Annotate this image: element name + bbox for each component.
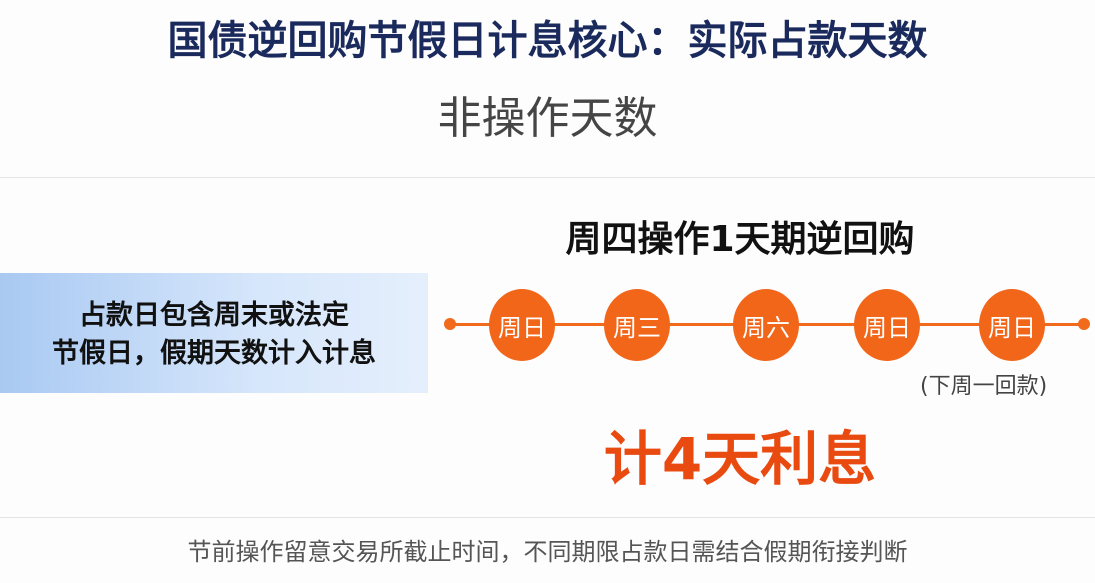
top-divider	[0, 177, 1095, 178]
timeline-end-dot	[1078, 318, 1090, 330]
note-box: 占款日包含周末或法定 节假日，假期天数计入计息	[0, 273, 428, 393]
timeline-day-4: 周日	[854, 289, 920, 361]
page-subtitle: 非操作天数	[437, 93, 658, 144]
return-note: (下周一回款)	[920, 374, 1048, 399]
timeline-day-5: 周日	[979, 289, 1045, 361]
page-title: 国债逆回购节假日计息核心：实际占款天数	[167, 18, 928, 64]
timeline-day-2: 周三	[604, 289, 670, 361]
bottom-divider	[0, 517, 1095, 518]
note-text: 占款日包含周末或法定 节假日，假期天数计入计息	[14, 297, 414, 373]
footer-note: 节前操作留意交易所截止时间，不同期限占款日需结合假期衔接判断	[187, 538, 908, 566]
note-line-1: 占款日包含周末或法定	[79, 300, 349, 331]
section-heading: 周四操作1天期逆回购	[565, 219, 915, 260]
timeline-day-1: 周日	[489, 289, 555, 361]
timeline-start-dot	[444, 318, 456, 330]
interest-days: 计4天利息	[603, 425, 877, 493]
note-line-2: 节假日，假期天数计入计息	[52, 338, 376, 369]
timeline-day-3: 周六	[733, 289, 799, 361]
